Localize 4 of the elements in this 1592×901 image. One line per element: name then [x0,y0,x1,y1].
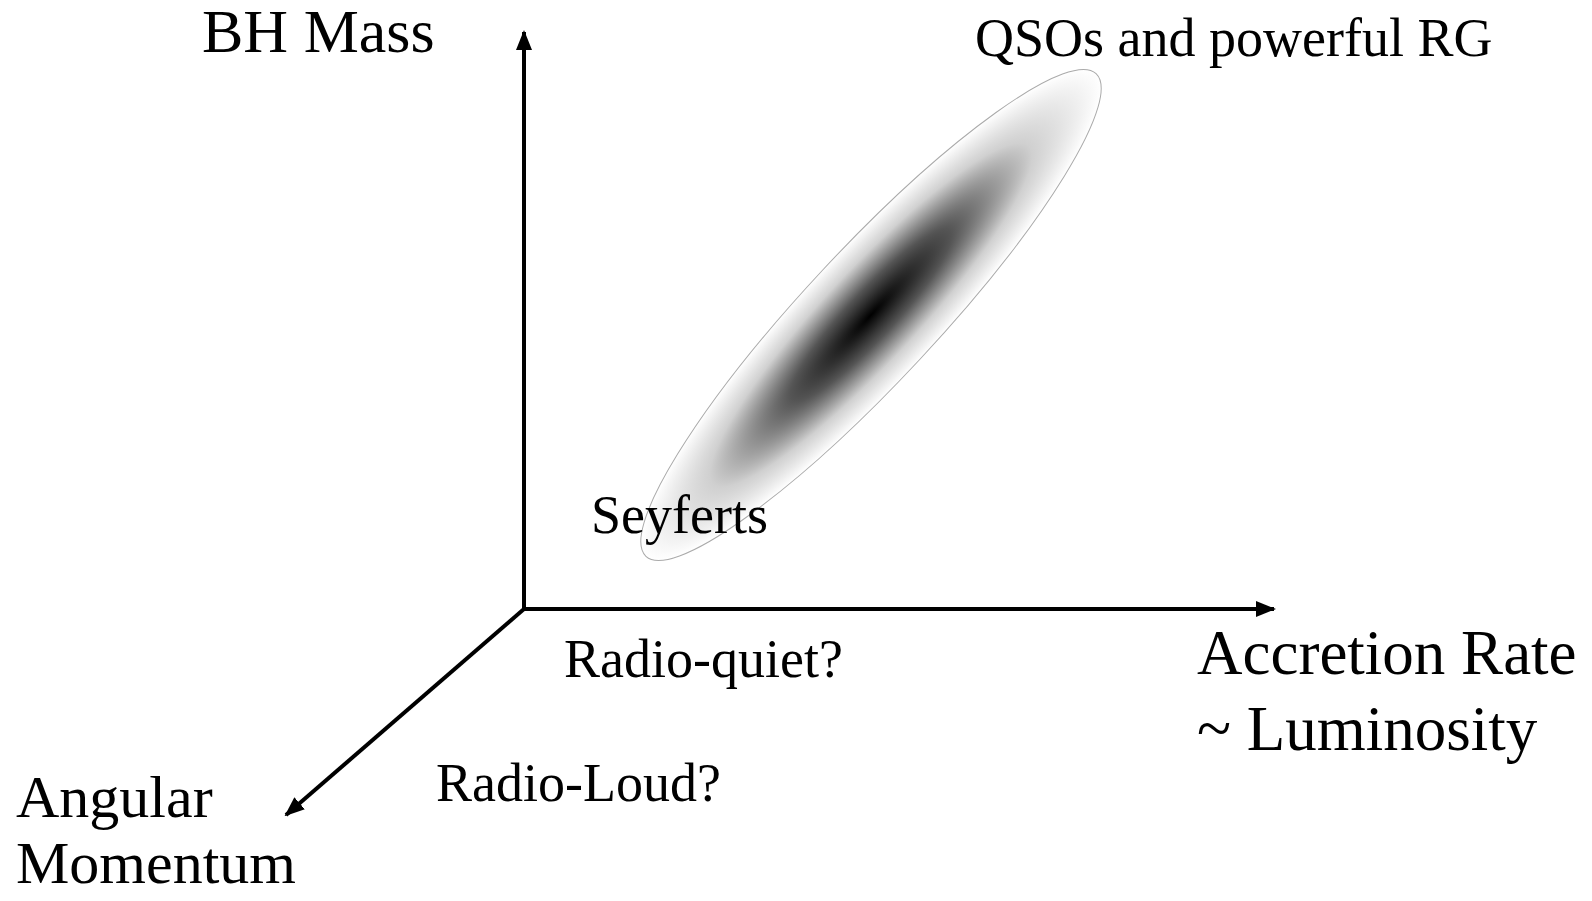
axis-label: Angular Momentum [16,764,297,896]
region-label: Radio-Loud? [436,756,722,810]
axis-label: BH Mass [202,0,436,62]
axis-label: Accretion Rate ~ Luminosity [1197,617,1578,766]
